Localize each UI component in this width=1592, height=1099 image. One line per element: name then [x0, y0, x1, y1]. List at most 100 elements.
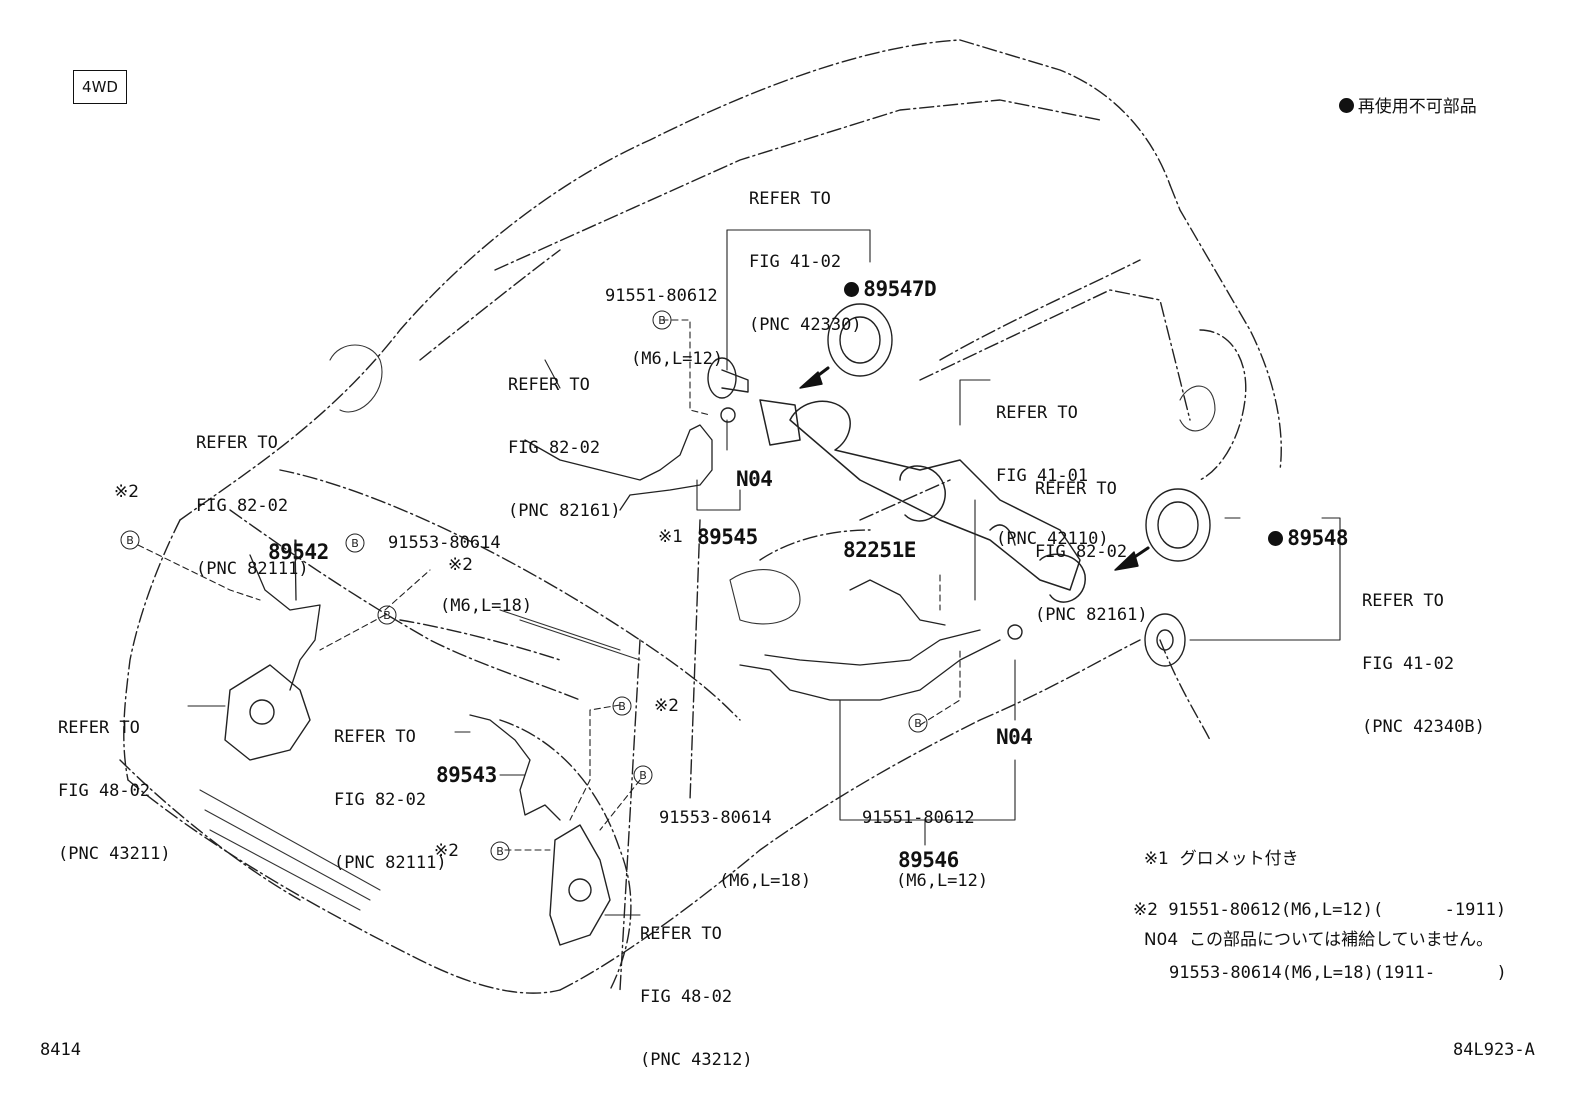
legend: 再使用不可部品 [1328, 76, 1477, 118]
b-mark-letter: B [496, 845, 504, 858]
part-89547d[interactable]: 89547D [820, 258, 937, 301]
variant-tag: 4WD [73, 70, 127, 104]
legend-text: 再使用不可部品 [1357, 97, 1477, 117]
callout-line: REFER TO [508, 375, 590, 395]
part-89548[interactable]: 89548 [1244, 507, 1349, 550]
note-text: この部品については補給していません。 [1188, 930, 1494, 950]
bolt-label-right[interactable]: 91551-80612 (M6,L=12) [862, 766, 988, 913]
callout-line: REFER TO [196, 433, 278, 453]
rotor-89548 [1145, 488, 1211, 562]
bolt-label-mid[interactable]: 91553-80614 (M6,L=18) [659, 766, 811, 913]
kome2-mark: ※2 [114, 482, 140, 502]
callout-line: REFER TO [334, 727, 416, 747]
callout-line: (PNC 42110) [996, 529, 1109, 549]
b-mark-letter: B [914, 717, 922, 730]
part-82251e[interactable]: 82251E [843, 538, 916, 562]
bolt-label-left[interactable]: 91553-80614 (M6,L=18) [388, 491, 532, 638]
front-knuckle-left [224, 664, 311, 761]
callout-line: FIG 82-02 [508, 438, 601, 458]
callout-ref-42330[interactable]: REFER TO FIG 41-02 (PNC 42330) [749, 147, 862, 357]
callout-ref-82161-a[interactable]: REFER TO FIG 82-02 (PNC 82161) [508, 333, 621, 543]
callout-line: REFER TO [640, 924, 722, 944]
bolt-part-number: 91551-80612 [605, 286, 718, 306]
callout-line: REFER TO [1362, 591, 1444, 611]
callout-ref-43212[interactable]: REFER TO FIG 48-02 (PNC 43212) [640, 882, 753, 1092]
note-3: N04 この部品については補給していません。 [1133, 909, 1493, 951]
part-number: 89548 [1287, 526, 1349, 550]
callout-ref-82111-a[interactable]: REFER TO FIG 82-02 (PNC 82111) [196, 391, 309, 601]
b-mark-letter: B [639, 769, 647, 782]
leader-lines [187, 229, 1341, 916]
bolt-spec: (M6,L=18) [719, 871, 812, 891]
callout-ref-42340b[interactable]: REFER TO FIG 41-02 (PNC 42340B) [1362, 549, 1485, 759]
callout-line: FIG 82-02 [196, 496, 289, 516]
note-line: 91553-80614(M6,L=18)(1911- ) [1169, 963, 1507, 983]
part-n04-a[interactable]: N04 [736, 467, 773, 491]
callout-line: FIG 48-02 [640, 987, 733, 1007]
part-number: 89547D [863, 277, 937, 301]
bolt-leader-lines [137, 319, 961, 851]
callout-line: (PNC 82111) [196, 559, 309, 579]
part-89542[interactable]: 89542 [268, 540, 329, 564]
part-89543[interactable]: 89543 [436, 763, 497, 787]
callout-line: FIG 41-02 [1362, 654, 1455, 674]
bolt-part-number: 91551-80612 [862, 808, 975, 828]
part-89545[interactable]: 89545 [697, 525, 758, 549]
callout-line: FIG 41-02 [749, 252, 842, 272]
rear-hub-left [707, 357, 749, 399]
callout-line: (PNC 82111) [334, 853, 447, 873]
b-mark-letters: B B B B B B B B [126, 314, 922, 858]
non-reusable-dot-icon [1268, 531, 1284, 546]
arrow-89547d [799, 366, 830, 389]
non-reusable-dot-icon [844, 282, 860, 297]
body-details [199, 344, 1216, 911]
callout-ref-82111-b[interactable]: REFER TO FIG 82-02 (PNC 82111) [334, 685, 447, 895]
kome2-mark: ※2 [448, 555, 474, 575]
kome2-mark: ※2 [434, 841, 460, 861]
callout-line: FIG 48-02 [58, 781, 151, 801]
part-n04-b[interactable]: N04 [996, 725, 1033, 749]
bolt-part-number: 91553-80614 [659, 808, 772, 828]
vehicle-outline [119, 39, 1282, 994]
kome2-mark: ※2 [654, 696, 680, 716]
callout-ref-42110[interactable]: REFER TO FIG 41-01 (PNC 42110) [996, 361, 1109, 571]
note-mark: ※1 [1143, 849, 1169, 869]
note-text: グロメット付き [1179, 849, 1299, 869]
callout-line: REFER TO [58, 718, 140, 738]
page-code: 8414 [40, 1040, 81, 1060]
bolt-spec: (M6,L=12) [896, 871, 989, 891]
illustration-code: 84L923-A [1453, 1040, 1535, 1060]
b-mark-letter: B [351, 537, 359, 550]
callout-line: (PNC 42330) [749, 315, 862, 335]
b-mark-letter: B [383, 609, 391, 622]
bolt-spec: (M6,L=12) [631, 349, 724, 369]
callout-line: (PNC 82161) [508, 501, 621, 521]
n04-washer-b [1007, 624, 1023, 640]
callout-line: FIG 82-02 [334, 790, 427, 810]
non-reusable-dot-icon [1338, 98, 1354, 113]
callout-line: REFER TO [749, 189, 831, 209]
front-knuckle-right [549, 824, 611, 946]
b-marks [120, 310, 928, 861]
bolt-label-top[interactable]: 91551-80612 (M6,L=12) [605, 244, 723, 391]
b-mark-letter: B [126, 534, 134, 547]
callout-ref-82161-b[interactable]: REFER TO FIG 82-02 (PNC 82161) [1035, 437, 1148, 647]
arrow-89548 [1114, 546, 1150, 571]
callout-line: (PNC 43212) [640, 1050, 753, 1070]
rear-axle-housing [759, 399, 1086, 603]
callout-line: (PNC 42340B) [1362, 717, 1485, 737]
kome1-mark: ※1 [658, 527, 684, 547]
b-mark-letter: B [618, 700, 626, 713]
callout-ref-43211[interactable]: REFER TO FIG 48-02 (PNC 43211) [58, 676, 171, 886]
callout-line: (PNC 82161) [1035, 605, 1148, 625]
callout-line: REFER TO [996, 403, 1078, 423]
bolt-spec: (M6,L=18) [440, 596, 533, 616]
sensor-wire-89546 [739, 579, 1001, 701]
part-89546[interactable]: 89546 [898, 848, 959, 872]
callout-line: (PNC 43211) [58, 844, 171, 864]
b-mark-letter: B [658, 314, 666, 327]
sensor-wire-89542 [249, 539, 321, 691]
bolt-part-number: 91553-80614 [388, 533, 501, 553]
rear-hub-right [1144, 613, 1186, 667]
n04-washer-a [720, 407, 736, 423]
